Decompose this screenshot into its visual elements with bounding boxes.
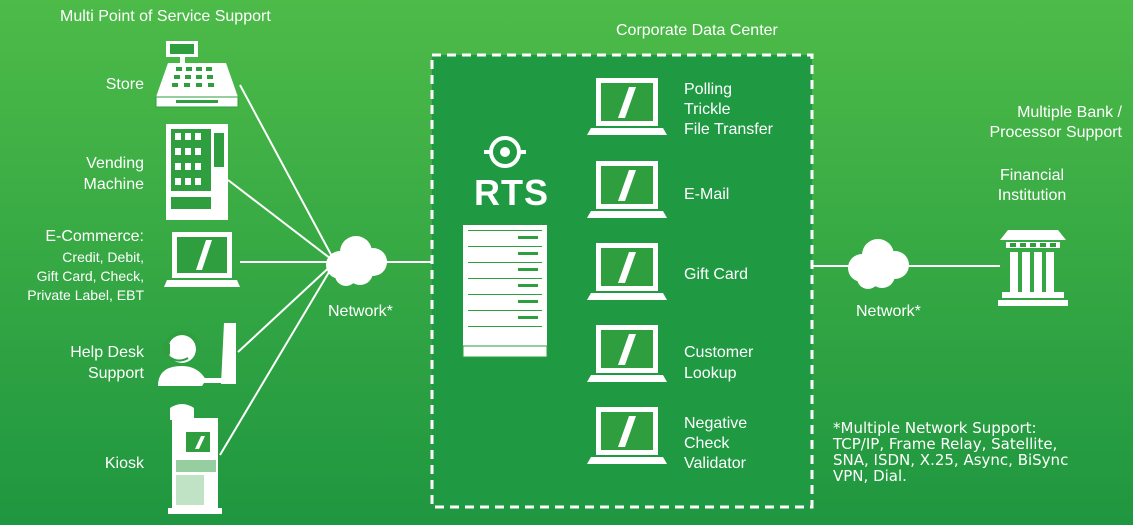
rts-brand: RTS [474,172,549,213]
cloud-icon [848,239,909,289]
service-label-negative: Negative Check Validator [684,415,748,472]
left-heading: Multi Point of Service Support [60,8,271,25]
headset-agent-icon [158,323,236,386]
endpoint-label-ecommerce: E-Commerce: [45,228,144,245]
line-kiosk [219,261,336,456]
network-label-right: Network* [856,303,921,320]
service-laptop-icon-customer [587,325,667,382]
line-store [239,84,336,263]
endpoint-sublabel-ecommerce: Credit, Debit, Gift Card, Check, Private… [27,249,144,303]
service-label-customer: Customer Lookup [684,344,754,382]
service-label-polling: Polling Trickle File Transfer [684,81,773,138]
network-footnote: *Multiple Network Support: TCP/IP, Frame… [833,419,1069,485]
line-helpdesk [237,261,336,353]
service-label-giftcard: Gift Card [684,266,749,283]
laptop-icon [164,232,240,287]
endpoint-label-helpdesk: Help Desk Support [70,344,144,382]
service-laptop-icon-email [587,161,667,218]
service-laptop-icon-polling [587,78,667,135]
bank-heading: Multiple Bank / Processor Support [989,104,1122,141]
bank-building-icon [998,230,1068,306]
endpoint-label-kiosk: Kiosk [104,455,144,472]
service-label-email: E-Mail [684,186,730,203]
endpoint-label-store: Store [105,76,144,93]
pos-terminal-icon [155,41,239,108]
cloud-icon [326,236,387,286]
kiosk-icon [168,404,222,514]
vending-machine-icon [166,124,228,220]
network-label-left: Network* [328,303,393,320]
connection-lines [219,84,1000,456]
endpoint-label-vending: Vending Machine [83,155,144,193]
service-laptop-icon-negative [587,407,667,464]
server-rack-icon [462,225,548,358]
bank-label: Financial Institution [997,167,1067,204]
service-laptop-icon-giftcard [587,243,667,300]
rts-logo-icon [484,136,526,168]
line-vending [227,179,336,263]
datacenter-title: Corporate Data Center [616,22,778,39]
